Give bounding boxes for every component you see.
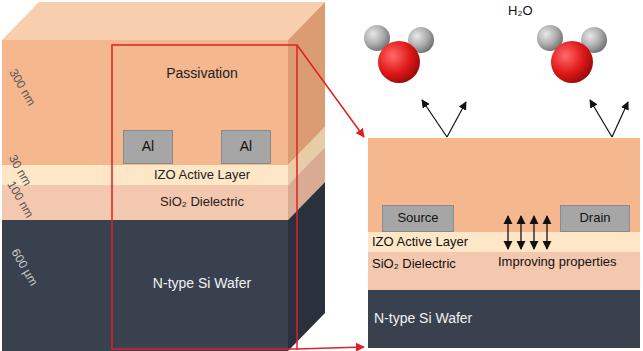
passivation-face (2, 40, 288, 165)
izo-active-layer: IZO Active Layer (116, 165, 288, 185)
side-face (288, 182, 325, 351)
zoom-arrow (297, 347, 364, 349)
zoom-arrow (297, 45, 364, 137)
layer-text: Al (142, 139, 154, 154)
molecule-label: H₂O (508, 4, 533, 18)
izo-face (368, 232, 640, 252)
drain-electrode: Drain (560, 205, 630, 232)
sio2-dielectric: SiO₂ Dielectric (368, 252, 494, 290)
interface-arrows (508, 216, 547, 249)
layer-text: Passivation (166, 66, 238, 81)
passivation-layer: PassivationAl Al (116, 40, 288, 165)
source-electrode: Source (382, 205, 454, 232)
water-molecule (537, 25, 607, 83)
layer-text: Drain (579, 211, 610, 225)
water-molecule (364, 25, 434, 83)
al-electrode: Al (123, 130, 173, 164)
zoom-frame (112, 45, 297, 349)
wafer-face (368, 290, 640, 348)
layer-text: N-type Si Wafer (153, 276, 251, 291)
layer-text: SiO₂ Dielectric (160, 195, 244, 209)
repel-arrows (422, 100, 628, 137)
sio2-face (2, 185, 288, 220)
layer-text: N-type Si Wafer (374, 311, 472, 326)
sio2-dielectric: SiO₂ Dielectric (116, 185, 288, 220)
layer-text: IZO Active Layer (154, 168, 250, 182)
layer-text: Source (397, 211, 438, 225)
wafer-face (2, 220, 288, 351)
layer-text: SiO₂ Dielectric (372, 257, 456, 271)
top-face (2, 2, 325, 40)
layer-text: IZO Active Layer (372, 235, 468, 249)
si-wafer: N-type Si Wafer (368, 290, 640, 348)
thickness-label: 600 µm (8, 247, 40, 288)
sio2-face (368, 252, 640, 290)
al-electrode: Al (221, 130, 271, 164)
note-label: Improving properties (498, 255, 617, 269)
layer-text: Al (240, 139, 252, 154)
izo-active-layer: IZO Active Layer (368, 232, 502, 252)
thickness-label: 100 nm (4, 179, 35, 220)
passivation-face (368, 138, 640, 232)
thickness-label: 300 nm (6, 67, 37, 108)
izo-face (2, 165, 288, 185)
si-wafer: N-type Si Wafer (116, 220, 288, 348)
